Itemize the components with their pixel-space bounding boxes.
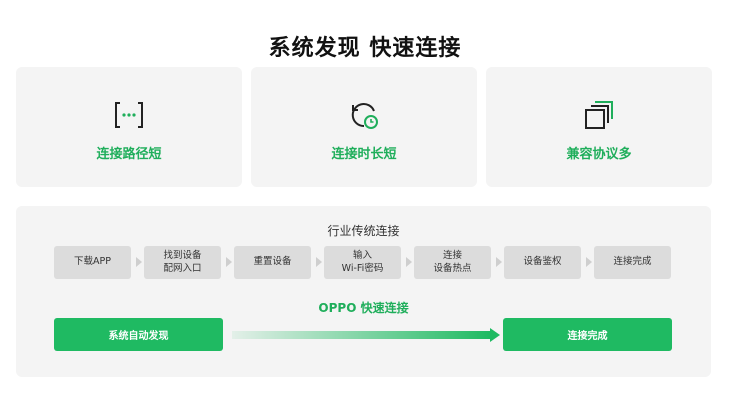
step-connect-hotspot: 连接设备热点	[414, 246, 491, 279]
feature-card-short-path: 连接路径短	[16, 67, 242, 187]
gradient-arrow-icon	[232, 328, 500, 342]
step-reset-device: 重置设备	[234, 246, 311, 279]
feature-label: 连接时长短	[331, 147, 397, 162]
arrow-right-icon	[496, 257, 502, 267]
step-download-app: 下载APP	[54, 246, 131, 279]
connection-complete-box: 连接完成	[503, 318, 672, 351]
arrow-right-icon	[406, 257, 412, 267]
page-title: 系统发现 快速连接	[268, 36, 462, 61]
traditional-title: 行业传统连接	[327, 224, 400, 238]
auto-discovery-box: 系统自动发现	[54, 318, 223, 351]
oppo-title: OPPO 快速连接	[318, 301, 409, 315]
feature-card-protocols: 兼容协议多	[486, 67, 712, 187]
arrow-right-icon	[136, 257, 142, 267]
step-connection-complete: 连接完成	[594, 246, 671, 279]
arrow-right-icon	[316, 257, 322, 267]
step-find-entry: 找到设备配网入口	[144, 246, 221, 279]
stacked-squares-icon	[585, 101, 613, 129]
arrow-right-icon	[226, 257, 232, 267]
arrow-right-icon	[586, 257, 592, 267]
scan-dots-icon	[115, 102, 143, 128]
feature-card-short-time: 连接时长短	[251, 67, 477, 187]
feature-label: 兼容协议多	[566, 147, 632, 162]
clock-refresh-icon	[351, 103, 378, 129]
step-device-auth: 设备鉴权	[504, 246, 581, 279]
feature-label: 连接路径短	[96, 147, 162, 162]
